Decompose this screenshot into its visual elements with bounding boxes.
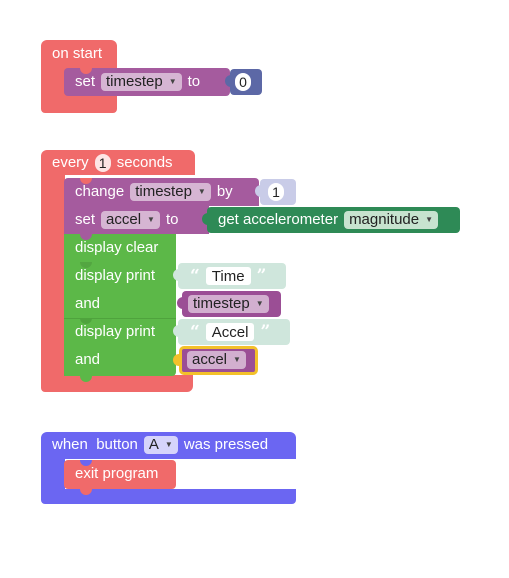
display-print-block-1[interactable]: [64, 262, 176, 318]
close-quote-icon: ”: [256, 266, 267, 286]
when-button-label: when button: [52, 436, 138, 453]
variable-dropdown-label: accel: [192, 351, 228, 368]
every-label: every: [52, 154, 89, 171]
text-field[interactable]: Time: [205, 267, 251, 285]
text-field[interactable]: Accel: [205, 323, 255, 341]
chevron-down-icon: ▼: [147, 215, 155, 224]
open-quote-icon: “: [190, 322, 200, 342]
display-clear-label: display clear: [75, 239, 159, 256]
number-field[interactable]: 0: [235, 73, 251, 91]
button-dropdown-label: A: [148, 436, 159, 453]
open-quote-icon: “: [190, 266, 200, 286]
interval-field[interactable]: 1: [94, 154, 111, 172]
get-accelerometer-label: get accelerometer: [218, 211, 339, 228]
set-label: set: [75, 73, 96, 90]
variable-dropdown-timestep[interactable]: timestep ▼: [130, 183, 211, 201]
every-interval-block[interactable]: [41, 150, 195, 175]
number-field[interactable]: 1: [268, 183, 284, 201]
by-label: by: [216, 183, 233, 200]
chevron-down-icon: ▼: [425, 215, 434, 224]
variable-dropdown-timestep[interactable]: timestep ▼: [188, 295, 269, 313]
button-dropdown[interactable]: A ▼: [143, 436, 178, 454]
variable-dropdown-timestep[interactable]: timestep ▼: [101, 73, 182, 91]
variable-dropdown-accel[interactable]: accel ▼: [187, 351, 246, 369]
chevron-down-icon: ▼: [164, 440, 173, 449]
close-quote-icon: ”: [260, 322, 271, 342]
variable-dropdown-label: accel: [106, 211, 142, 228]
display-print-label: display print: [75, 267, 156, 284]
and-label: and: [75, 351, 101, 368]
exit-program-label: exit program: [75, 465, 159, 482]
chevron-down-icon: ▼: [197, 187, 206, 196]
variable-dropdown-label: timestep: [193, 295, 250, 312]
to-label: to: [165, 211, 179, 228]
chevron-down-icon: ▼: [168, 77, 177, 86]
was-pressed-label: was pressed: [183, 436, 269, 453]
variable-dropdown-accel[interactable]: accel ▼: [101, 211, 160, 229]
seconds-label: seconds: [116, 154, 173, 171]
dimension-dropdown-label: magnitude: [349, 211, 420, 228]
display-print-block-2[interactable]: [64, 318, 176, 376]
to-label: to: [187, 73, 201, 90]
accelerometer-dimension-dropdown[interactable]: magnitude ▼: [344, 211, 439, 229]
chevron-down-icon: ▼: [255, 299, 264, 308]
variable-dropdown-label: timestep: [135, 183, 192, 200]
display-print-label: display print: [75, 323, 156, 340]
and-label: and: [75, 295, 101, 312]
variable-dropdown-label: timestep: [106, 73, 163, 90]
on-start-label: on start: [52, 45, 103, 62]
chevron-down-icon: ▼: [233, 355, 241, 364]
set-label: set: [75, 211, 96, 228]
change-label: change: [75, 183, 125, 200]
